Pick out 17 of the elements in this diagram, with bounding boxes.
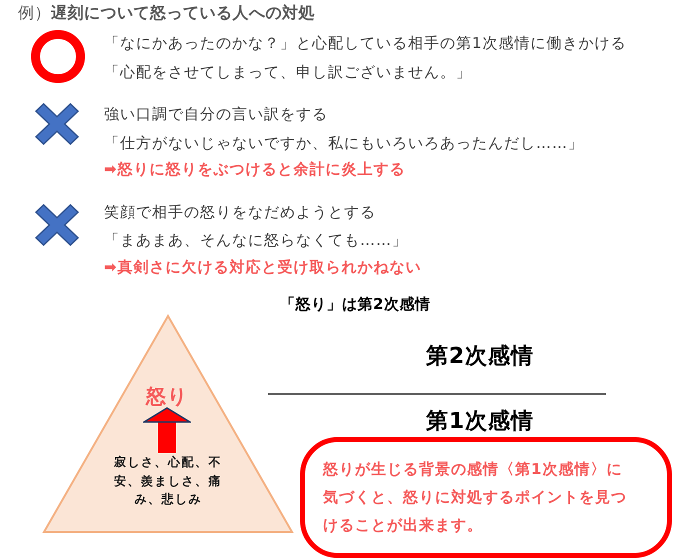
level-label: 第2次感情 [426, 344, 534, 370]
level-label: 第1次感情 [426, 409, 534, 435]
emotion-list: 寂しさ、心配、不安、羨ましさ、痛み、悲しみ [112, 453, 224, 508]
instruction-text: 「なにかあったのかな？」と心配している相手の第1次感情に働きかける [104, 33, 627, 53]
quote-text: 「まあまあ、そんなに怒らなくても……」 [104, 230, 408, 250]
instruction-text: 笑顔で相手の怒りをなだめようとする [104, 202, 376, 222]
emotion-title: 怒り [146, 384, 188, 408]
result-note: ➡真剣さに欠ける対応と受け取られかねない [104, 257, 422, 277]
quote-text: 「心配をさせてしまって、申し訳ございません。」 [104, 62, 472, 82]
instruction-text: 強い口調で自分の言い訳をする [104, 104, 328, 124]
arrow [143, 407, 191, 453]
quote-text: 「仕方がないじゃないですか、私にもいろいろあったんだし……」 [104, 133, 584, 153]
heading: 例）遅刻について怒っている人への対処 [18, 3, 315, 23]
section-heading: 「怒り」は第2次感情 [280, 294, 430, 314]
callout-text: 怒りが生じる背景の感情〈第1次感情〉に気づくと、怒りに対処するポイントを見つけることが出来ます。 [323, 459, 628, 536]
result-note: ➡怒りに怒りをぶつけると余計に炎上する [104, 159, 406, 179]
callout-box [300, 437, 672, 558]
